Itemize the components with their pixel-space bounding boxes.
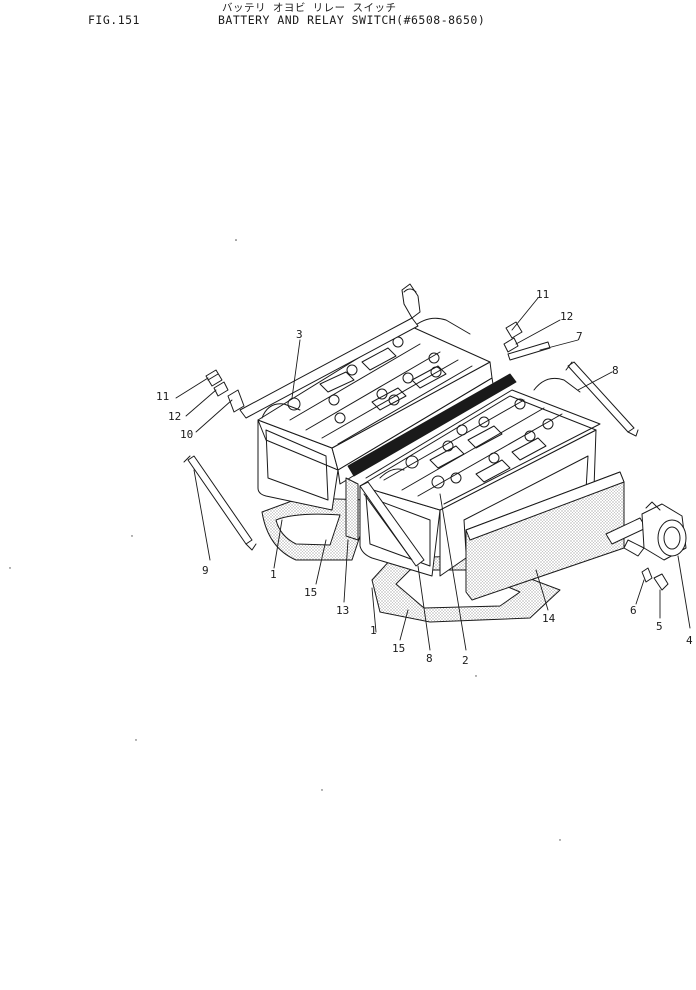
callout-6: 6	[630, 604, 637, 617]
relay-switch	[605, 501, 687, 591]
callout-12-left: 12	[168, 410, 181, 423]
callout-9: 9	[202, 564, 209, 577]
callout-15-front: 15	[392, 642, 405, 655]
title-japanese: バッテリ オヨビ リレー スイッチ	[222, 2, 397, 14]
callout-3: 3	[296, 328, 303, 341]
connector-rod	[507, 341, 551, 361]
callout-12-right: 12	[560, 310, 573, 323]
callout-labels: 3 11 12 10 9 1 15 13 1 15 8 2 14 11 12 7…	[156, 288, 693, 667]
hold-down-rod-right	[565, 361, 639, 437]
leader-lines	[175, 297, 691, 651]
figure-number: FIG.151	[88, 13, 140, 27]
callout-5: 5	[656, 620, 663, 633]
nut-washer-set-left	[205, 369, 245, 413]
callout-8-bottom: 8	[426, 652, 433, 665]
callout-13: 13	[336, 604, 349, 617]
callout-11-right: 11	[536, 288, 549, 301]
battery-cover-plate	[465, 471, 625, 601]
hold-down-rod-left	[183, 455, 257, 551]
nut-washer-set-right	[503, 321, 523, 353]
callout-11-left: 11	[156, 390, 169, 403]
callout-2: 2	[462, 654, 469, 667]
callout-8-right: 8	[612, 364, 619, 377]
battery-bracket	[345, 477, 425, 567]
title-english: BATTERY AND RELAY SWITCH(#6508-8650)	[218, 13, 486, 27]
callout-1-rear: 1	[270, 568, 277, 581]
scan-specks	[9, 239, 561, 841]
callout-4: 4	[686, 634, 693, 647]
hold-down-bar-rear	[239, 283, 421, 419]
callout-1-front: 1	[370, 624, 377, 637]
callout-10: 10	[180, 428, 193, 441]
callout-7: 7	[576, 330, 583, 343]
callout-14: 14	[542, 612, 556, 625]
callout-15-rear: 15	[304, 586, 317, 599]
battery-rear	[257, 317, 495, 511]
